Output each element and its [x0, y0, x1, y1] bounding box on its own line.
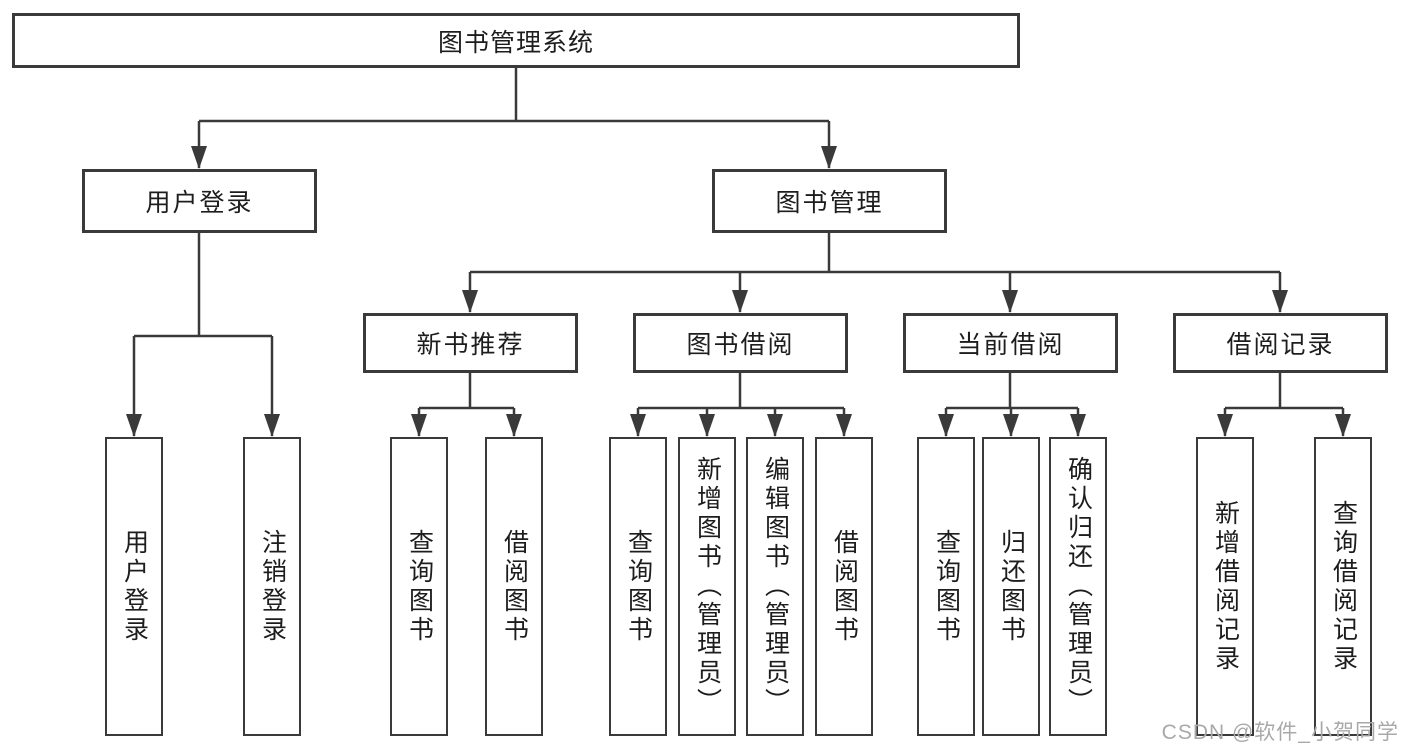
leaf-add-borrow-record: 新增借阅记录 [1196, 437, 1254, 736]
leaf-label: 查询借阅记录 [1329, 499, 1358, 674]
leaf-label: 确认归还（管理员） [1064, 456, 1093, 717]
leaf-label: 借阅图书 [830, 528, 859, 645]
leaf-query-borrow-record: 查询借阅记录 [1314, 437, 1372, 736]
leaf-label: 查询图书 [932, 528, 961, 645]
node-borrowing-records: 借阅记录 [1173, 313, 1388, 373]
leaf-return-books: 归还图书 [982, 437, 1040, 736]
node-user-login: 用户登录 [82, 169, 317, 233]
leaf-query-books-borrow: 查询图书 [609, 437, 667, 736]
node-current-borrowing: 当前借阅 [903, 313, 1118, 373]
node-label: 当前借阅 [956, 331, 1065, 359]
leaf-label: 查询图书 [624, 528, 653, 645]
leaf-logout: 注销登录 [243, 437, 301, 736]
node-label: 图书管理 [775, 189, 884, 217]
leaf-label: 查询图书 [405, 528, 434, 645]
leaf-label: 归还图书 [997, 528, 1026, 645]
leaf-edit-books-admin: 编辑图书（管理员） [746, 437, 804, 736]
node-label: 新书推荐 [416, 331, 525, 359]
leaf-borrow-books-recommend: 借阅图书 [485, 437, 543, 736]
leaf-label: 新增借阅记录 [1211, 499, 1240, 674]
leaf-borrow-books: 借阅图书 [815, 437, 873, 736]
node-label: 图书借阅 [686, 331, 795, 359]
leaf-label: 用户登录 [120, 528, 149, 645]
leaf-label: 编辑图书（管理员） [761, 456, 790, 717]
node-new-book-recommend: 新书推荐 [363, 313, 578, 373]
leaf-query-books-current: 查询图书 [917, 437, 975, 736]
node-label: 图书管理系统 [437, 28, 594, 57]
node-root-system: 图书管理系统 [12, 13, 1020, 68]
node-label: 借阅记录 [1226, 331, 1335, 359]
node-book-management: 图书管理 [712, 169, 947, 233]
leaf-add-books-admin: 新增图书（管理员） [678, 437, 736, 736]
csdn-watermark: CSDN @软件_小贺同学 [1161, 721, 1399, 744]
leaf-label: 新增图书（管理员） [693, 456, 722, 717]
node-label: 用户登录 [145, 189, 254, 217]
leaf-user-login: 用户登录 [105, 437, 163, 736]
leaf-query-books-recommend: 查询图书 [390, 437, 448, 736]
leaf-label: 注销登录 [258, 528, 287, 645]
node-book-borrowing: 图书借阅 [633, 313, 848, 373]
leaf-confirm-return-admin: 确认归还（管理员） [1049, 437, 1107, 736]
leaf-label: 借阅图书 [500, 528, 529, 645]
